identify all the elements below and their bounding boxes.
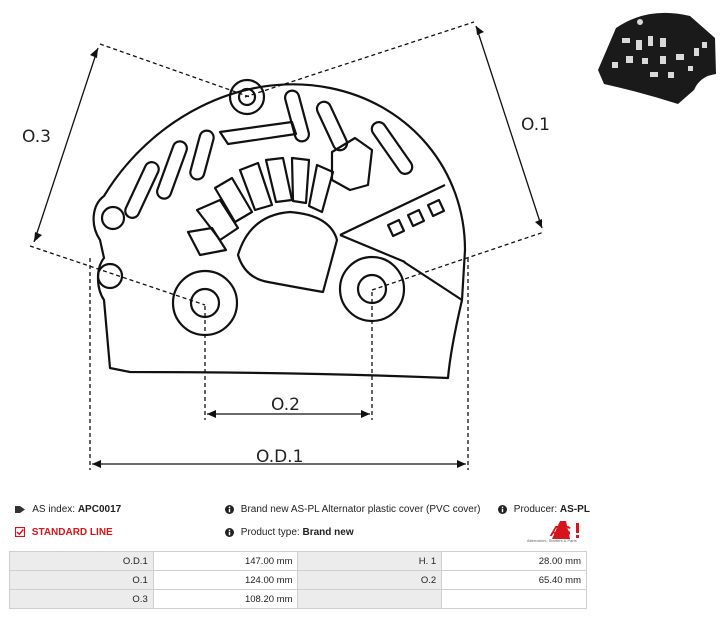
product-type-row: Product type: Brand new (225, 527, 354, 539)
technical-drawing: O.D.1 O.2 O.3 O.1 (22, 12, 716, 470)
spec-table: O.D.1 147.00 mm H. 1 28.00 mm O.1 124.00… (9, 551, 587, 609)
product-type-label: Product type: (240, 527, 300, 538)
description-text: Brand new AS-PL Alternator plastic cover… (240, 504, 481, 515)
spec-key: O.2 (297, 570, 443, 590)
info-icon (498, 504, 507, 514)
o2-label: O.2 (271, 395, 300, 415)
producer-value: AS-PL (559, 504, 590, 515)
spec-value (441, 589, 587, 609)
spec-value: 108.20 mm (152, 589, 299, 609)
product-photo (598, 12, 716, 104)
producer-row: Producer: AS-PL (498, 504, 590, 516)
table-row: O.D.1 147.00 mm H. 1 28.00 mm (9, 551, 587, 571)
standard-line-label: STANDARD LINE (31, 527, 113, 538)
spec-value: 147.00 mm (152, 551, 299, 571)
logo-subtitle: Alternators, Starters & Parts (527, 538, 577, 543)
o1-line (475, 25, 543, 229)
logo-text: AS (549, 523, 571, 540)
spec-key: O.3 (9, 589, 154, 609)
spec-value: 65.40 mm (441, 570, 587, 590)
spec-key: O.1 (9, 570, 154, 590)
spec-key: O.D.1 (9, 551, 154, 571)
cover-outline (92, 83, 467, 380)
tag-icon (15, 505, 25, 513)
as-index-label: AS index: (32, 504, 76, 515)
checkbox-checked-icon (15, 527, 25, 538)
o3-label: O.3 (22, 127, 51, 147)
as-index-row: AS index: APC0017 (15, 504, 121, 516)
spec-value: 28.00 mm (441, 551, 587, 571)
description-row: Brand new AS-PL Alternator plastic cover… (225, 504, 481, 516)
table-row: O.3 108.20 mm (9, 589, 587, 609)
as-index-value: APC0017 (77, 504, 122, 515)
spec-key (297, 589, 443, 609)
o1-label: O.1 (521, 115, 550, 135)
table-row: O.1 124.00 mm O.2 65.40 mm (9, 570, 587, 590)
o3-line (33, 47, 99, 243)
info-icon (225, 504, 234, 514)
as-pl-logo: AS (549, 521, 579, 540)
od1-label: O.D.1 (256, 447, 303, 467)
producer-label: Producer: (513, 504, 558, 515)
product-type-value: Brand new (302, 527, 354, 538)
info-icon (225, 527, 234, 537)
spec-value: 124.00 mm (152, 570, 299, 590)
spec-key: H. 1 (297, 551, 443, 571)
standard-line-row: STANDARD LINE (15, 527, 113, 539)
